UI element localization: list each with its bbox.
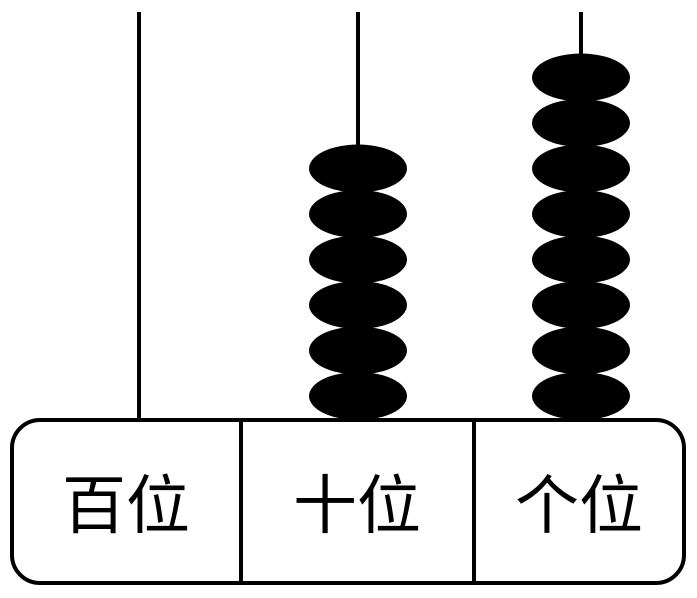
- bead-ones-8: [532, 53, 630, 102]
- bead-ones-7: [532, 99, 630, 147]
- bead-ones-6: [532, 144, 630, 193]
- beads-group: [309, 53, 630, 420]
- label-tens: 十位: [293, 470, 421, 544]
- bead-ones-2: [532, 326, 630, 375]
- bead-ones-5: [532, 190, 630, 238]
- bead-tens-3: [309, 281, 407, 329]
- base-frame: [10, 418, 686, 585]
- bead-ones-3: [532, 281, 630, 329]
- label-hundreds: 百位: [62, 470, 190, 544]
- bead-tens-1: [309, 372, 407, 420]
- bead-ones-4: [532, 235, 630, 284]
- base-frame-border: [10, 418, 686, 585]
- bead-ones-1: [532, 372, 630, 420]
- bead-tens-6: [309, 144, 407, 193]
- bead-tens-4: [309, 235, 407, 284]
- bead-tens-2: [309, 326, 407, 375]
- bead-tens-5: [309, 190, 407, 238]
- label-ones: 个位: [515, 470, 643, 544]
